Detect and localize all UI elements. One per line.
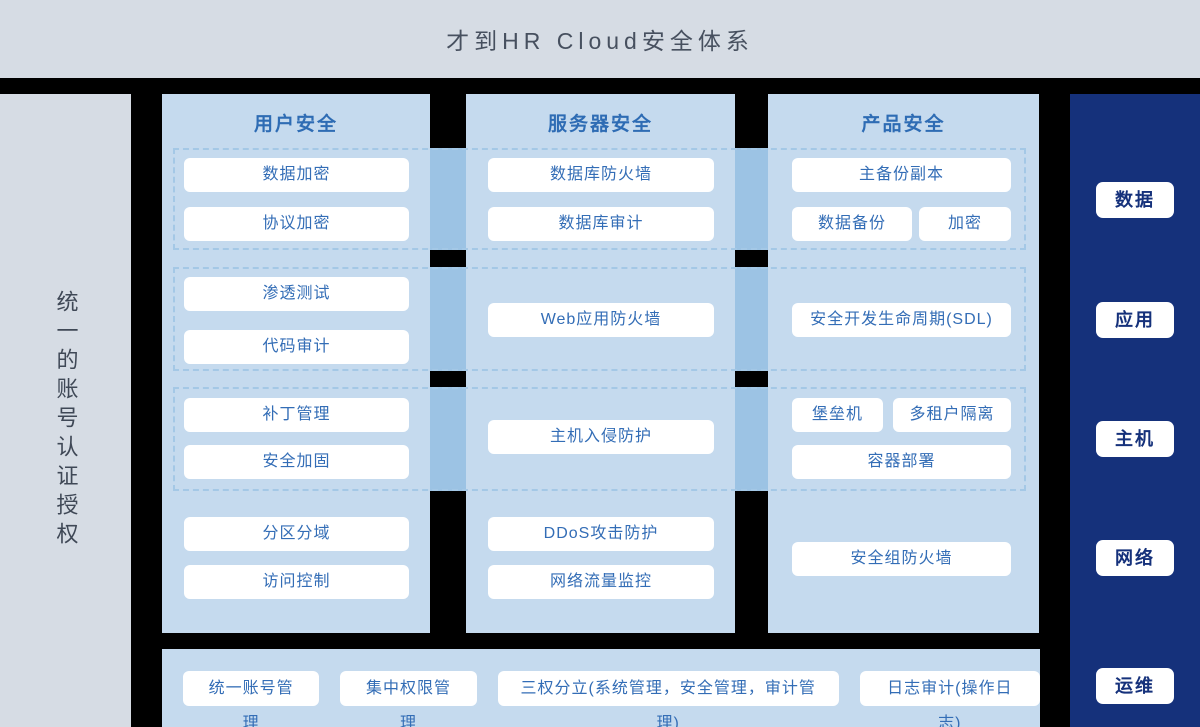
page-title: 才到HR Cloud安全体系 (446, 28, 754, 54)
column-header-user-security: 用户安全 (253, 114, 338, 135)
unified-auth-panel: 统一的账号认证授权 (0, 94, 131, 727)
column-product-security: 产品安全 主备份副本 数据备份 加密 安全开发生命周期(SDL) 堡垒机 多租户… (768, 94, 1039, 633)
chip-access-control: 访问控制 (184, 565, 409, 599)
layer-rail: 数据 应用 主机 网络 运维 (1070, 94, 1200, 727)
dashed-group-row3 (173, 387, 1026, 491)
chip-container-deployment: 容器部署 (792, 445, 1011, 479)
title-band: 才到HR Cloud安全体系 (0, 0, 1200, 78)
dashed-group-row2 (173, 267, 1026, 371)
chip-primary-backup-replica: 主备份副本 (792, 158, 1011, 192)
chip-protocol-encryption: 协议加密 (184, 207, 409, 241)
layer-chip-operations: 运维 (1096, 668, 1174, 704)
chip-host-intrusion-prevention: 主机入侵防护 (488, 420, 714, 454)
chip-security-hardening: 安全加固 (184, 445, 409, 479)
chip-patch-management: 补丁管理 (184, 398, 409, 432)
column-server-security: 服务器安全 数据库防火墙 数据库审计 Web应用防火墙 主机入侵防护 DDoS攻… (466, 94, 735, 633)
connector-col1-col2-row2 (430, 267, 466, 371)
connector-col1-col2-row1 (430, 148, 466, 250)
chip-unified-account-management: 统一账号管理 (183, 671, 320, 727)
chip-separation-of-three-powers: 三权分立(系统管理，安全管理，审计管理) (497, 671, 839, 727)
chip-multi-tenant-isolation: 多租户隔离 (893, 398, 1011, 432)
chip-database-audit: 数据库审计 (488, 207, 714, 241)
chip-penetration-test: 渗透测试 (184, 277, 409, 311)
layer-chip-application: 应用 (1096, 302, 1174, 338)
chip-log-audit: 日志审计(操作日志) (859, 671, 1041, 727)
chip-bastion-host: 堡垒机 (792, 398, 883, 432)
connector-col1-col2-row3 (430, 387, 466, 491)
connector-col2-col3-row3 (735, 387, 768, 491)
column-header-product-security: 产品安全 (861, 114, 946, 135)
connector-col2-col3-row1 (735, 148, 768, 250)
dashed-group-row1 (173, 148, 1026, 250)
layer-chip-host: 主机 (1096, 421, 1174, 457)
chip-network-traffic-monitoring: 网络流量监控 (488, 565, 714, 599)
chip-ddos-protection: DDoS攻击防护 (488, 517, 714, 551)
chip-code-audit: 代码审计 (184, 330, 409, 364)
chip-database-firewall: 数据库防火墙 (488, 158, 714, 192)
chip-security-group-firewall: 安全组防火墙 (792, 542, 1011, 576)
chip-sdl: 安全开发生命周期(SDL) (792, 303, 1011, 337)
bottom-bar-row: 统一账号管理 集中权限管理 三权分立(系统管理，安全管理，审计管理) 日志审计(… (183, 671, 1041, 727)
chip-data-backup: 数据备份 (792, 207, 912, 241)
chip-centralized-permission-management: 集中权限管理 (340, 671, 477, 727)
unified-auth-label: 统一的账号认证授权 (53, 290, 79, 551)
connector-col2-col3-row2 (735, 267, 768, 371)
chip-web-application-firewall: Web应用防火墙 (488, 303, 714, 337)
chip-encryption: 加密 (919, 207, 1011, 241)
chip-partition-zoning: 分区分域 (184, 517, 409, 551)
layer-chip-data: 数据 (1096, 182, 1174, 218)
layer-chip-network: 网络 (1096, 540, 1174, 576)
bottom-bar: 统一账号管理 集中权限管理 三权分立(系统管理，安全管理，审计管理) 日志审计(… (162, 649, 1041, 727)
column-header-server-security: 服务器安全 (547, 114, 653, 135)
column-user-security: 用户安全 数据加密 协议加密 渗透测试 代码审计 补丁管理 安全加固 分区分域 … (162, 94, 430, 633)
chip-data-encryption: 数据加密 (184, 158, 409, 192)
